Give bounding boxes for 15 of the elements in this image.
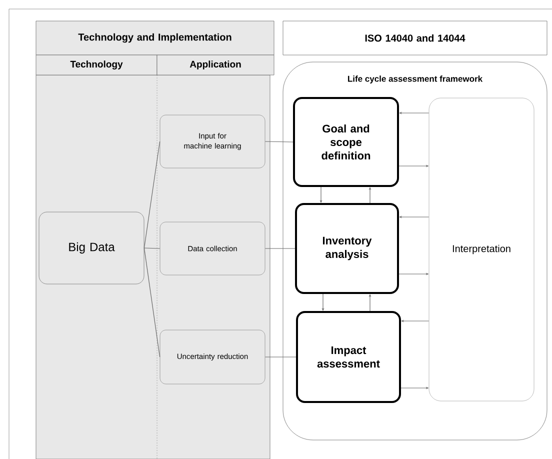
connector	[144, 248, 160, 358]
interpretation-box: Interpretation	[428, 98, 534, 402]
technology-box: Big Data	[38, 212, 144, 284]
stage-box: Goal and scope definition	[293, 97, 399, 187]
stage-box: Impact assessment	[296, 311, 401, 403]
column-header: Application	[156, 54, 274, 76]
column-header: Technology	[36, 54, 158, 76]
container-heading: Life cycle assessment framework	[348, 76, 483, 84]
connector	[264, 356, 296, 358]
header-box: ISO 14040 and 14044	[282, 20, 548, 56]
connector	[144, 248, 160, 249]
connector	[264, 248, 296, 249]
stage-box: Inventory analysis	[295, 203, 399, 294]
connector	[264, 141, 294, 142]
connector	[144, 141, 160, 248]
